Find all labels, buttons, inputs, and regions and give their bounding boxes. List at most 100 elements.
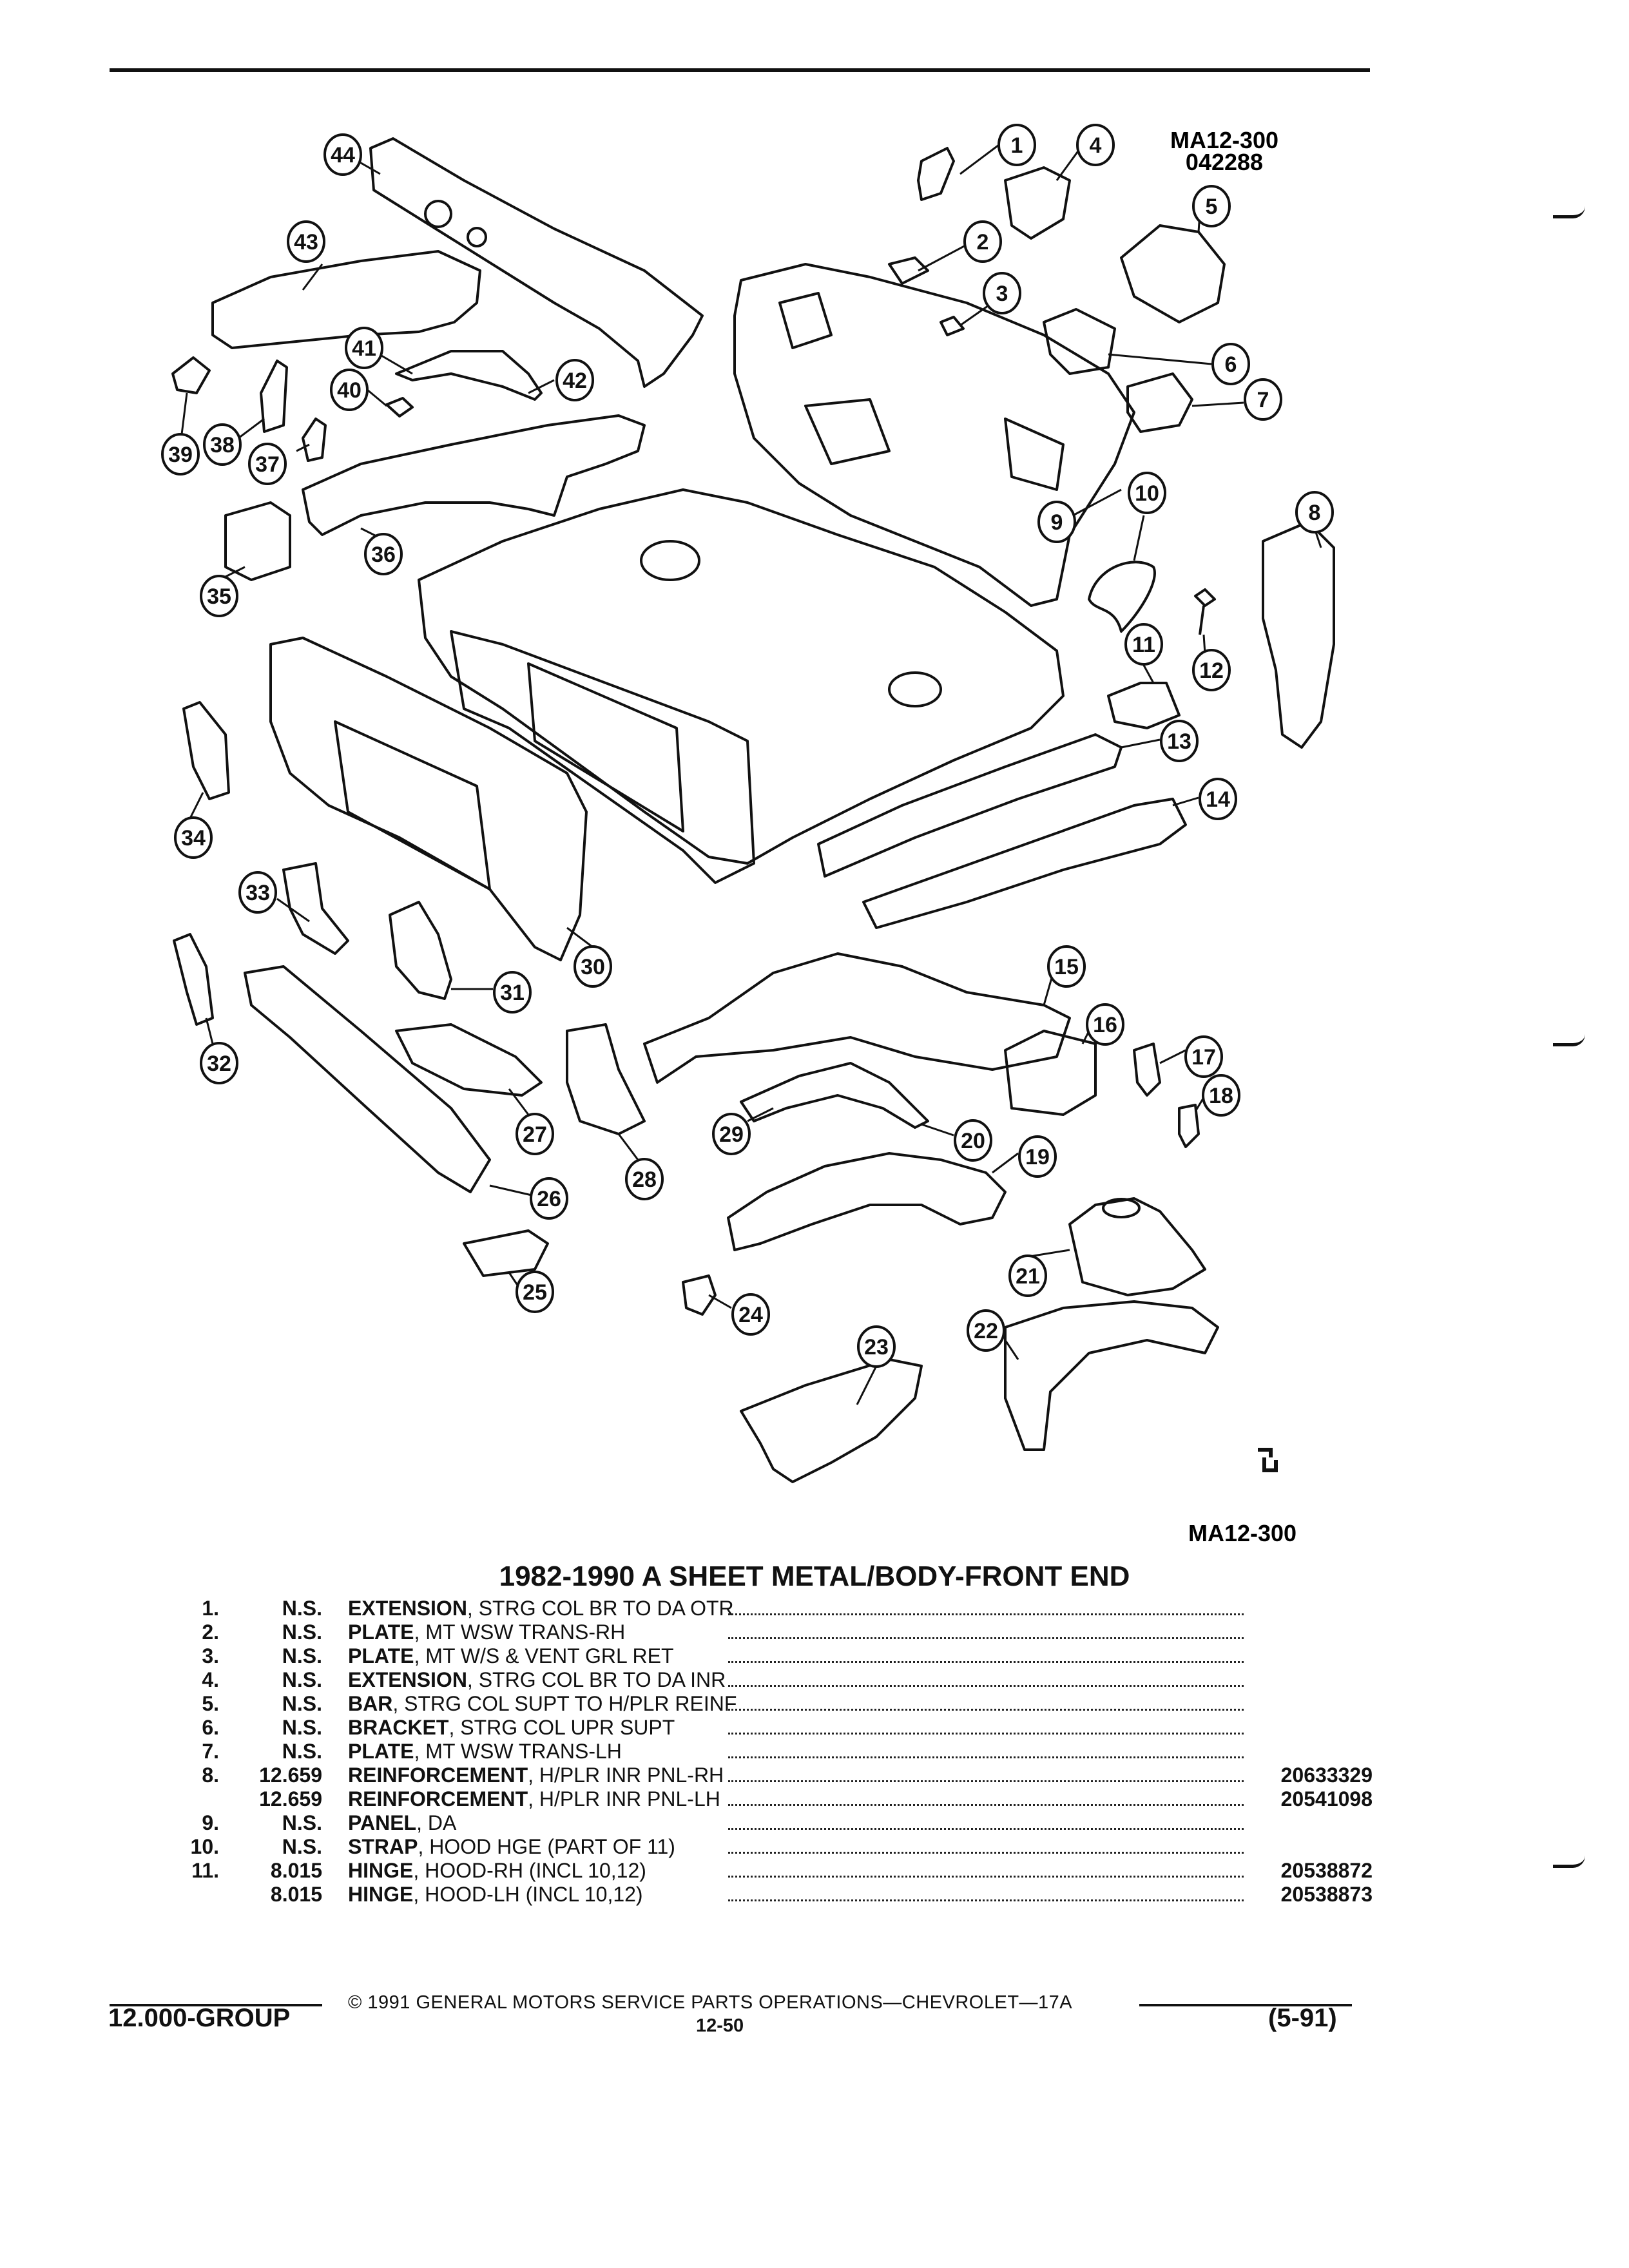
callout-number: 6 [1225, 352, 1237, 377]
part-row: 3.N.S.PLATE, MT W/S & VENT GRL RET [161, 1644, 1373, 1668]
callout-12: 12 [1192, 649, 1231, 691]
callout-number: 32 [207, 1052, 231, 1076]
footer-group: 12.000-GROUP [108, 2004, 291, 2032]
leader-line [1191, 401, 1244, 407]
part-3-plate [940, 316, 965, 336]
callout-19: 19 [1018, 1135, 1057, 1178]
part-35-box [224, 501, 291, 581]
footer-rule-right [1139, 2004, 1352, 2006]
leader-line [1172, 796, 1199, 807]
callout-11: 11 [1124, 623, 1163, 666]
callout-circle [174, 816, 213, 859]
diagram-code-date: 042288 [1186, 149, 1263, 175]
callout-circle [1211, 343, 1250, 385]
callout-circle [364, 533, 403, 575]
footer-revision: (5-91) [1268, 2004, 1337, 2032]
page-title: 1982-1990 A SHEET METAL/BODY-FRONT END [499, 1561, 1130, 1592]
callout-10: 10 [1128, 472, 1166, 514]
callout-circle [1008, 1254, 1047, 1297]
callout-2: 2 [963, 220, 1002, 263]
callout-1: 1 [998, 124, 1036, 166]
callout-number: 22 [974, 1319, 998, 1343]
leader-line [238, 418, 265, 439]
margin-mark [1553, 1856, 1585, 1868]
callout-circle [967, 1309, 1005, 1352]
part-13-rail [817, 733, 1123, 878]
callout-21: 21 [1008, 1254, 1047, 1297]
leader-line [959, 144, 999, 175]
margin-mark [1553, 206, 1585, 218]
part-detail: , MT WSW TRANS-RH [414, 1620, 626, 1644]
callout-group: 1234567891011121314151617181920212223242… [161, 124, 1334, 1368]
part-name: EXTENSION [348, 1668, 467, 1691]
part-detail: , STRG COL BR TO DA OTR [467, 1597, 734, 1620]
part-detail: , HOOD-LH (INCL 10,12) [413, 1883, 643, 1906]
callout-25: 25 [516, 1271, 554, 1313]
part-detail: , MT W/S & VENT GRL RET [414, 1644, 674, 1667]
callout-number: 20 [961, 1129, 985, 1153]
callout-circle [1037, 501, 1076, 543]
callout-number: 8 [1309, 501, 1321, 525]
sheet-metal-parts [171, 137, 1335, 1483]
part-number: 20541098 [1280, 1787, 1373, 1811]
callout-22: 22 [967, 1309, 1005, 1352]
callout-circle [857, 1325, 896, 1368]
part-17-bracket [1133, 1043, 1161, 1097]
diagram-code-bottom: MA12-300 [1188, 1520, 1296, 1546]
part-30-opening [334, 720, 491, 890]
callout-number: 12 [1199, 658, 1224, 683]
strut-tower [888, 671, 942, 707]
callout-circle [963, 220, 1002, 263]
callout-13: 13 [1160, 720, 1199, 762]
callout-circle [330, 369, 369, 411]
part-group: N.S. [282, 1740, 322, 1763]
part-27-bracket [395, 1023, 543, 1097]
callout-26: 26 [530, 1177, 568, 1220]
callout-circle [1202, 1074, 1240, 1117]
callout-circle [516, 1113, 554, 1155]
callout-circle [1128, 472, 1166, 514]
callout-number: 38 [210, 433, 235, 457]
callout-number: 1 [1011, 133, 1023, 158]
leader-line [921, 1123, 954, 1137]
callout-15: 15 [1047, 945, 1086, 988]
part-index: 6. [202, 1716, 219, 1739]
part-14-rail [862, 798, 1187, 929]
callout-44: 44 [323, 133, 362, 176]
leader-line [856, 1365, 878, 1405]
callout-7: 7 [1244, 378, 1282, 421]
leader-line [747, 1107, 774, 1122]
part-8-reinforcement [1262, 521, 1335, 749]
part-index: 1. [202, 1597, 219, 1620]
callout-number: 31 [500, 981, 525, 1005]
front-end-assembly [418, 488, 1065, 865]
callout-34: 34 [174, 816, 213, 859]
part-detail: , H/PLR INR PNL-LH [528, 1787, 720, 1811]
part-40-clip [385, 397, 414, 418]
leader-line [489, 1184, 532, 1196]
part-row: 4.N.S.EXTENSION, STRG COL BR TO DA INR [161, 1668, 1373, 1692]
part-description: HINGE, HOOD-LH (INCL 10,12) [348, 1883, 643, 1907]
part-description: BRACKET, STRG COL UPR SUPT [348, 1716, 675, 1740]
strut-tower [640, 540, 700, 581]
part-detail: , STRG COL UPR SUPT [448, 1716, 675, 1739]
margin-mark [1553, 1034, 1585, 1046]
part-18-bracket [1178, 1104, 1200, 1148]
callout-number: 27 [523, 1122, 547, 1147]
callout-number: 16 [1093, 1013, 1117, 1037]
part-name: REINFORCEMENT [348, 1763, 528, 1787]
part-group: N.S. [282, 1811, 322, 1834]
callout-24: 24 [731, 1293, 770, 1336]
part-44-cowl [369, 137, 704, 388]
callout-circle [1047, 945, 1086, 988]
part-44-hole [467, 227, 487, 247]
leader-line [918, 244, 967, 272]
callout-circle [516, 1271, 554, 1313]
part-number: 20538872 [1280, 1859, 1373, 1882]
callout-31: 31 [493, 971, 532, 1014]
callout-number: 5 [1206, 195, 1218, 219]
part-name: PLATE [348, 1620, 414, 1644]
leader-line [1133, 515, 1145, 561]
part-7-plate [1126, 372, 1193, 433]
